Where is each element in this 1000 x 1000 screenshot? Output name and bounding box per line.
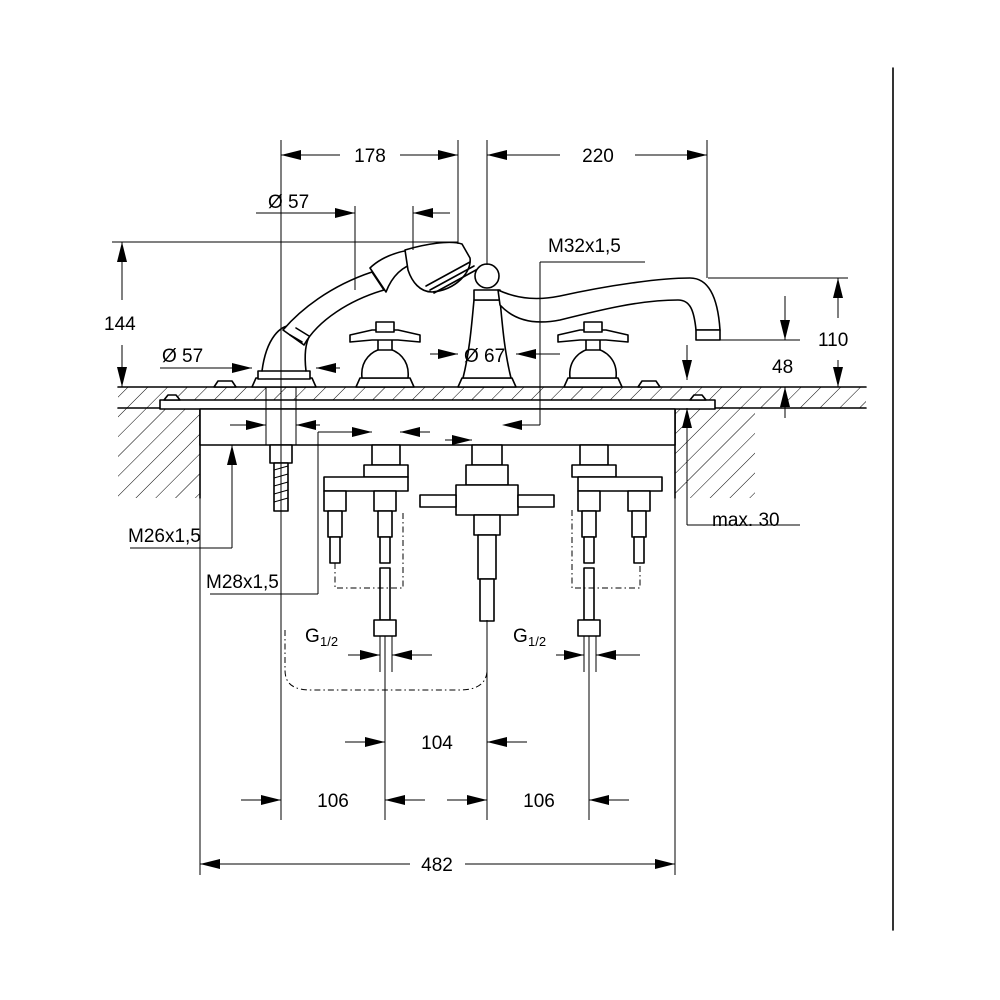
dimension-arrows [117,150,843,869]
spout [497,277,721,341]
dim-48: 48 [772,357,793,378]
dim-106-left: 106 [317,791,349,812]
right-valve [557,321,629,388]
dim-106-right: 106 [523,791,555,812]
dim-144: 144 [104,314,136,335]
dim-m28: M28x1,5 [206,572,279,593]
dim-g-left: G [305,626,320,647]
dim-110: 110 [818,330,848,351]
dim-dia67: Ø 67 [464,346,505,367]
deck-screws [163,380,707,401]
deck-section [117,386,867,499]
left-valve [349,321,421,388]
handshower-assembly [251,241,477,388]
dim-g-right-fraction: 1/2 [528,634,546,649]
dim-104: 104 [421,733,453,754]
dim-m26: M26x1,5 [128,526,201,547]
dim-220: 220 [582,146,614,167]
dim-m32: M32x1,5 [548,236,621,257]
extension-lines [112,140,848,875]
dim-dia57-left: Ø 57 [162,346,203,367]
dim-dia57-top: Ø 57 [268,192,309,213]
dim-482: 482 [421,855,453,876]
dim-178: 178 [354,146,386,167]
under-deck-plumbing [269,444,663,691]
dim-max30: max. 30 [712,510,780,531]
dim-g-right: G [513,626,528,647]
dim-g-left-fraction: 1/2 [320,634,338,649]
diverter-body [457,263,517,388]
